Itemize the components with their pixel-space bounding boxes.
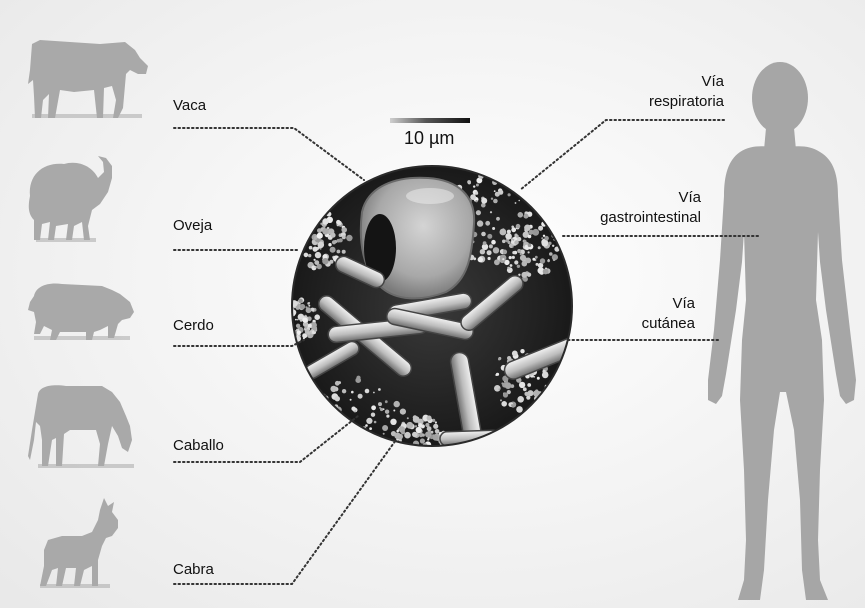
route-label-line1: Vía	[649, 72, 724, 92]
route-label-line2: gastrointestinal	[600, 208, 701, 228]
scale-bar	[390, 118, 470, 123]
scale-bar-label: 10 µm	[404, 128, 454, 149]
route-label-line1: Vía	[600, 188, 701, 208]
animal-label-cabra: Cabra	[173, 560, 214, 580]
route-label-line2: respiratoria	[649, 92, 724, 112]
animal-label-oveja: Oveja	[173, 216, 212, 236]
route-label-respiratoria: Vía respiratoria	[649, 72, 724, 112]
route-label-line2: cutánea	[642, 314, 695, 334]
animal-label-vaca: Vaca	[173, 96, 206, 116]
route-label-line1: Vía	[642, 294, 695, 314]
animal-label-cerdo: Cerdo	[173, 316, 214, 336]
route-label-gastrointestinal: Vía gastrointestinal	[600, 188, 701, 228]
route-label-cutanea: Vía cutánea	[642, 294, 695, 334]
animal-label-caballo: Caballo	[173, 436, 224, 456]
